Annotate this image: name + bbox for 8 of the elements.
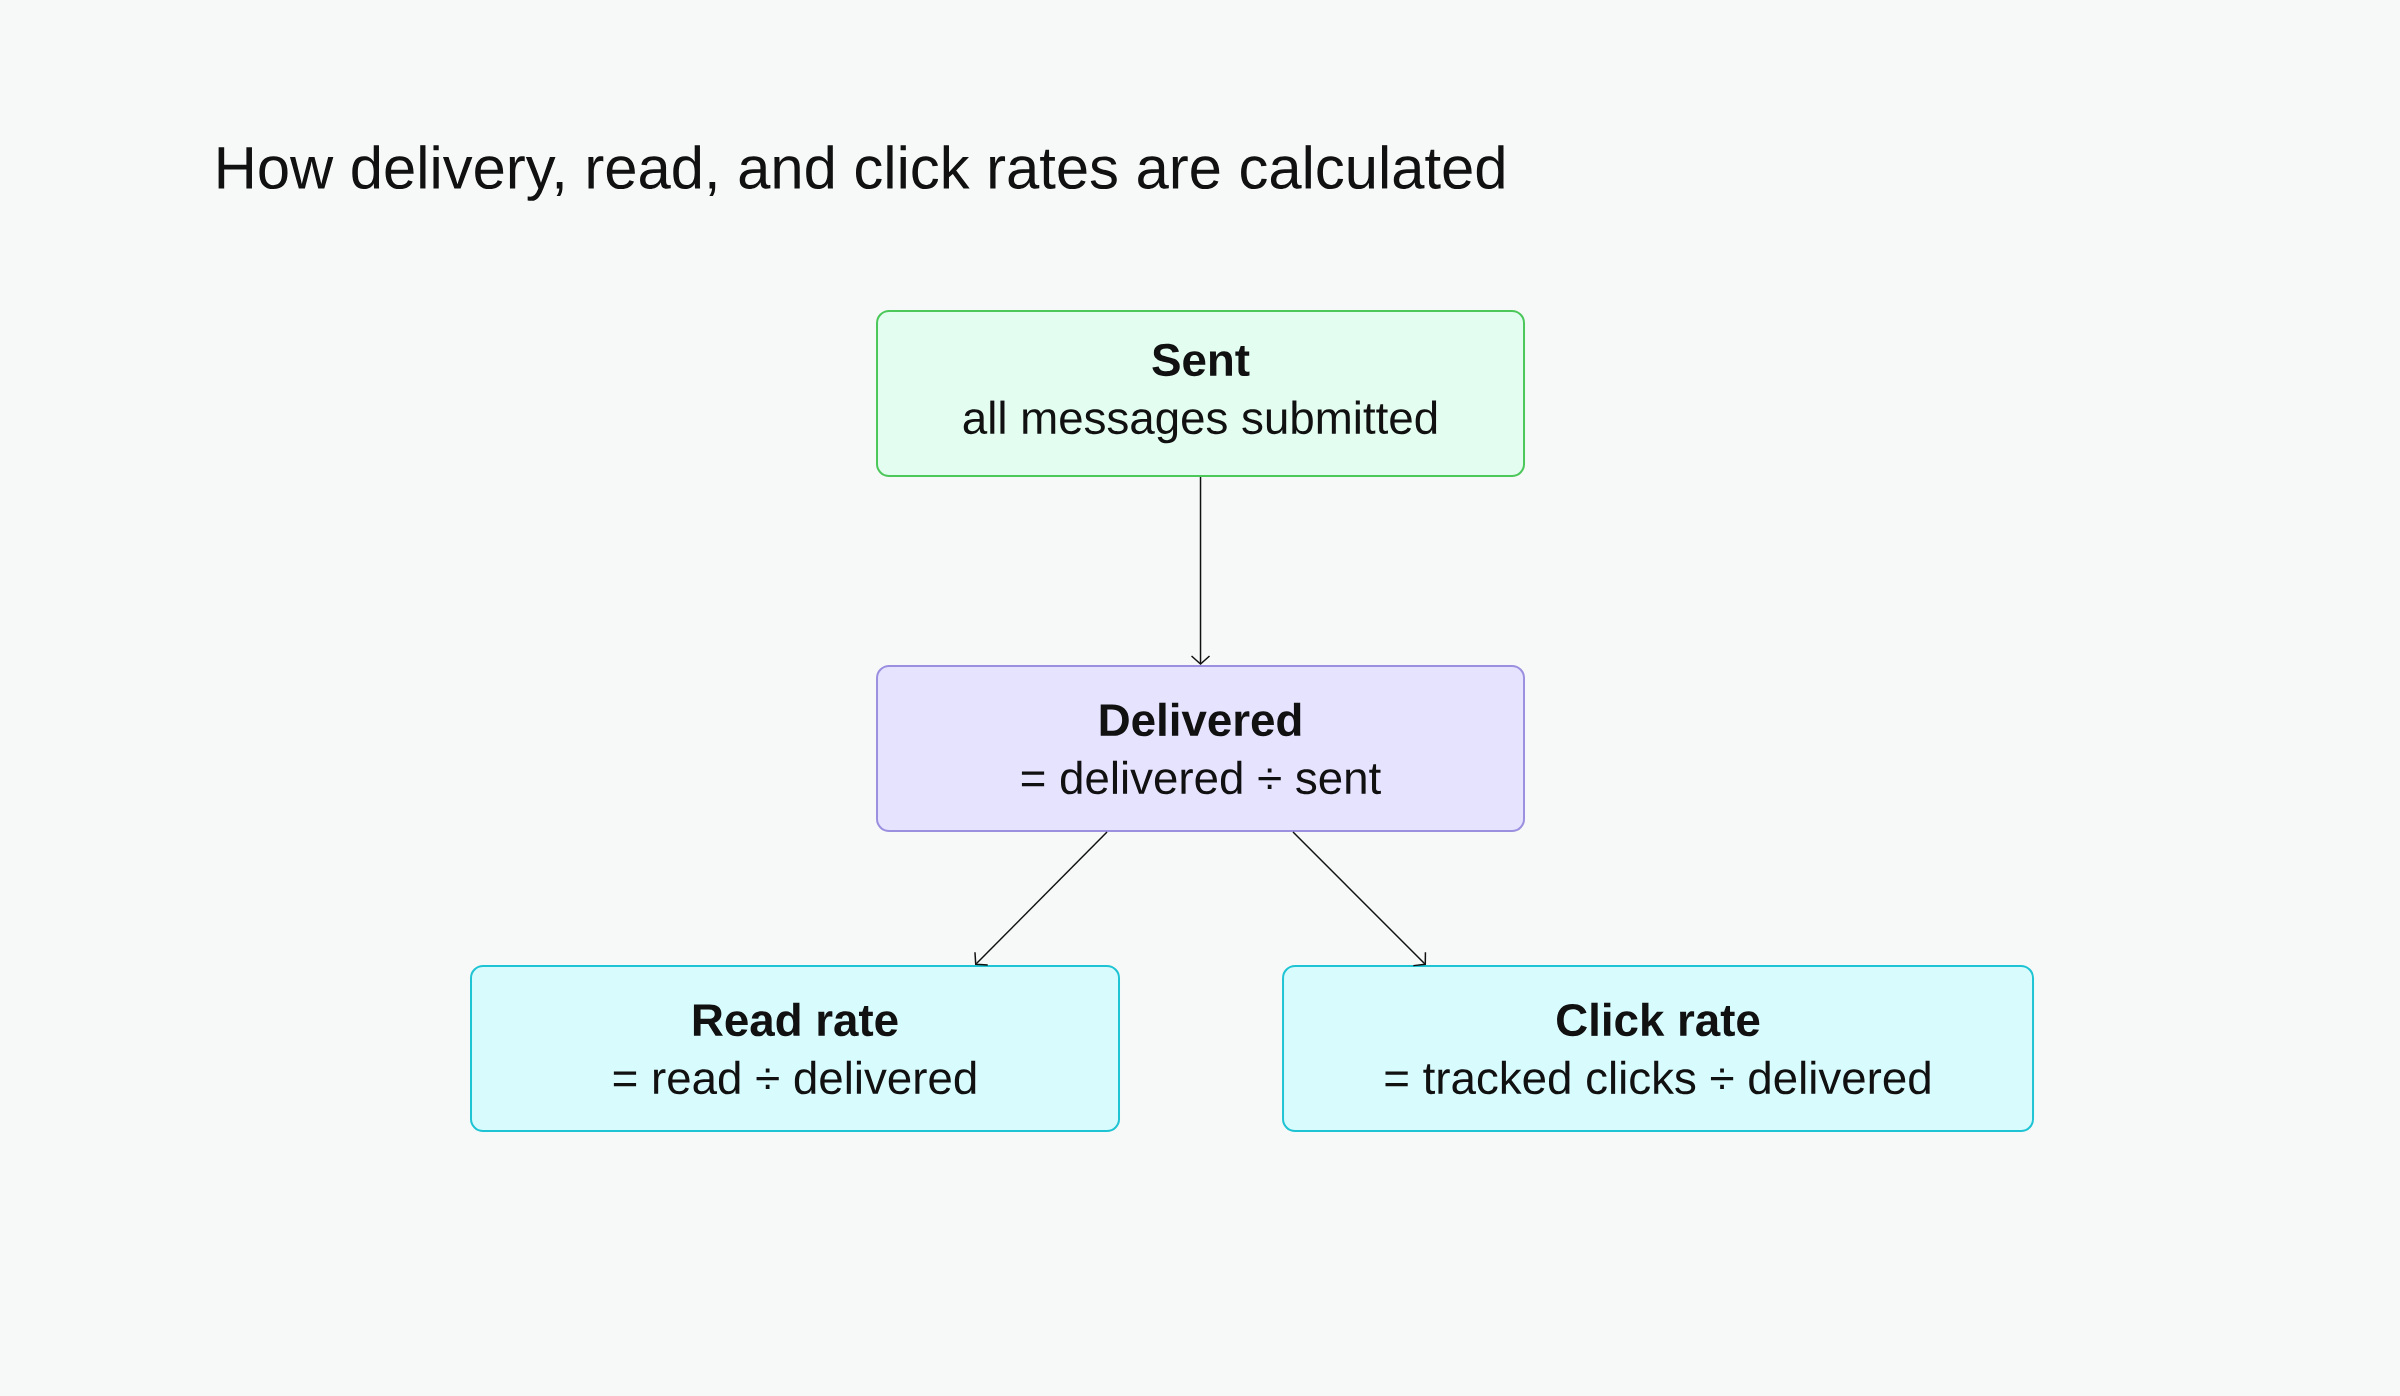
flow-box: Click rate = tracked clicks ÷ delivered	[1282, 965, 2035, 1133]
arrow	[974, 831, 1108, 966]
flow-box: Read rate = read ÷ delivered	[470, 965, 1120, 1133]
title: How delivery, read, and click rates are calculated	[218, 145, 1504, 201]
arrow	[1190, 476, 1211, 666]
arrow	[1292, 831, 1427, 967]
flow-box: Delivered = delivered ÷ sent	[876, 665, 1525, 833]
flow-box: Sent all messages submitted	[876, 310, 1525, 477]
